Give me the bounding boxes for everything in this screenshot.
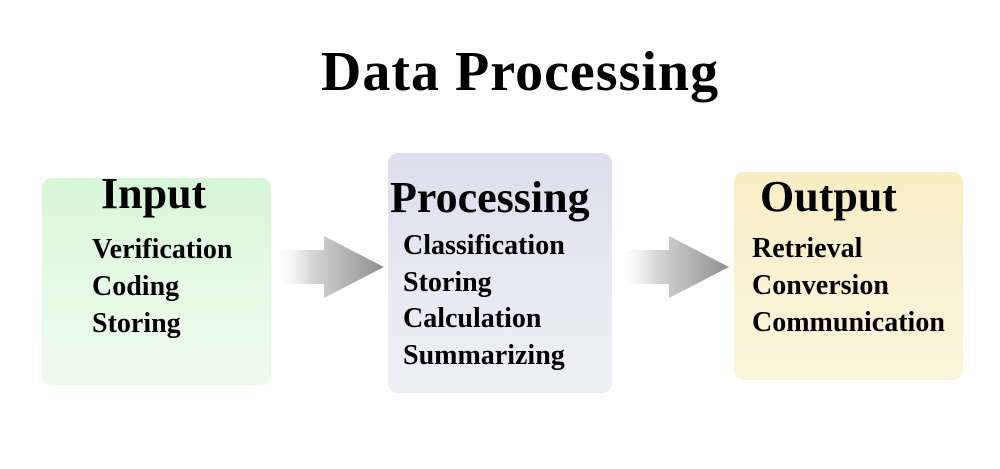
processing-stage-item: Storing (403, 267, 492, 298)
output-stage-item: Communication (752, 307, 945, 338)
input-stage-item: Verification (92, 234, 233, 265)
input-stage-item: Storing (92, 308, 181, 339)
processing-stage-box (388, 153, 612, 393)
processing-stage-heading: Processing (390, 173, 590, 222)
input-stage-box (42, 178, 271, 386)
output-stage-item: Retrieval (752, 233, 863, 264)
output-stage-heading: Output (760, 172, 897, 221)
arrow-right-icon (272, 236, 384, 298)
output-stage-box (734, 172, 963, 380)
input-stage-heading: Input (101, 169, 207, 218)
arrow-right-icon (617, 236, 729, 298)
output-stage-item: Conversion (752, 270, 889, 301)
diagram-title: Data Processing (320, 41, 720, 103)
processing-stage-item: Summarizing (403, 340, 565, 371)
processing-stage-item: Classification (403, 230, 565, 261)
input-stage-item: Coding (92, 271, 180, 302)
processing-stage-item: Calculation (403, 303, 542, 334)
